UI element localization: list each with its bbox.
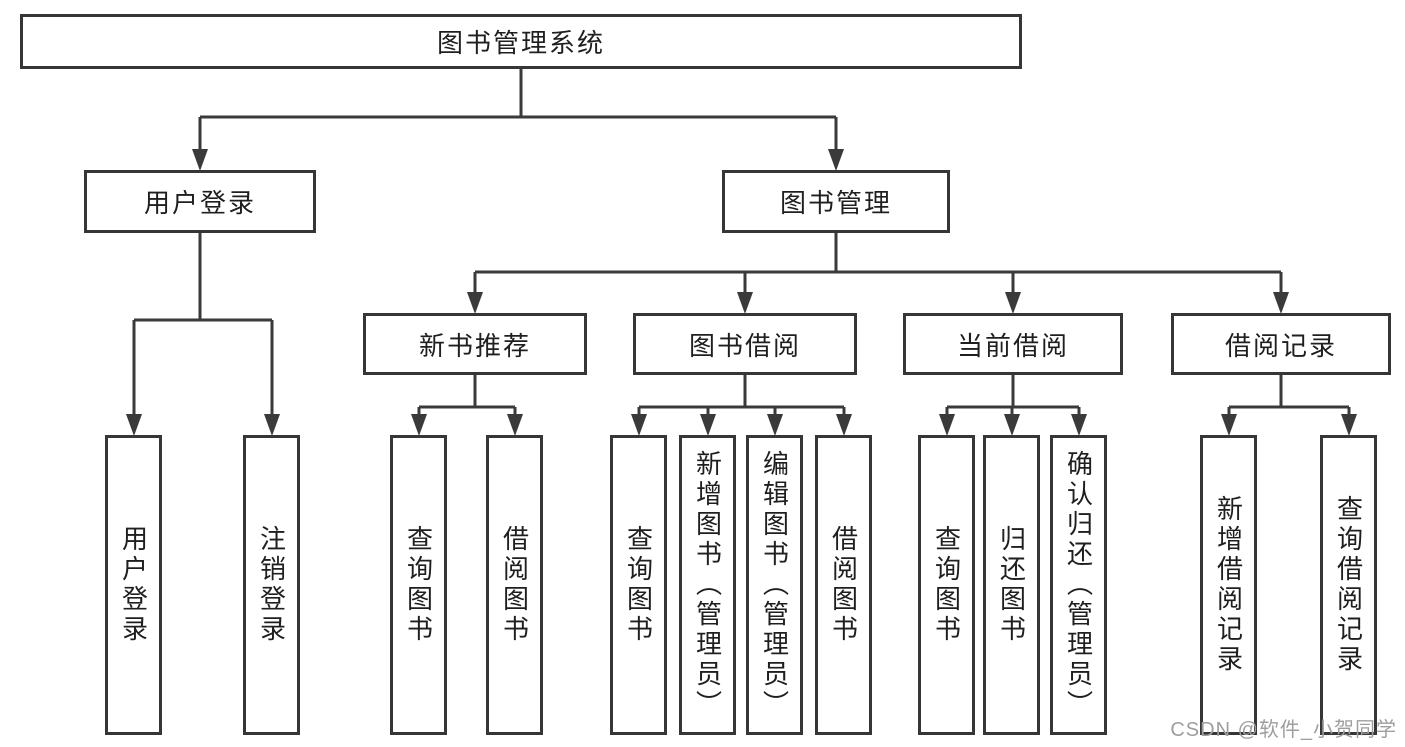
- node-borrow-records-label: 借阅记录: [1224, 330, 1337, 361]
- leaf-current-query-books-label: 查询图书: [931, 525, 962, 645]
- arrowhead-current-leaf-2: [1004, 414, 1020, 436]
- leaf-records-query-record: 查询借阅记录: [1320, 435, 1377, 735]
- arrowhead-borrow-leaf-2: [700, 414, 716, 436]
- leaf-records-query-record-label: 查询借阅记录: [1333, 495, 1364, 675]
- node-new-book-recommend-label: 新书推荐: [418, 330, 531, 361]
- leaf-current-query-books: 查询图书: [918, 435, 975, 735]
- arrowhead-records-leaf-1: [1221, 414, 1237, 436]
- node-book-borrow-label: 图书借阅: [688, 330, 801, 361]
- leaf-current-confirm-return-admin: 确认归还（管理员）: [1050, 435, 1107, 735]
- arrowhead-records: [1273, 292, 1289, 314]
- node-system-root: 图书管理系统: [20, 14, 1022, 69]
- arrowhead-current-leaf-1: [939, 414, 955, 436]
- arrowhead-book-management: [828, 149, 844, 171]
- leaf-borrow-borrow-books-label: 借阅图书: [828, 525, 859, 645]
- leaf-user-login-label: 用户登录: [118, 525, 149, 645]
- leaf-borrow-add-books-admin: 新增图书（管理员）: [679, 435, 736, 735]
- arrowhead-borrow: [737, 292, 753, 314]
- node-user-login: 用户登录: [84, 170, 316, 233]
- arrowhead-current-leaf-3: [1071, 414, 1087, 436]
- node-user-login-label: 用户登录: [143, 188, 256, 218]
- leaf-borrow-query-books-label: 查询图书: [623, 525, 654, 645]
- leaf-recommend-borrow-books: 借阅图书: [486, 435, 543, 735]
- connector-current-to-leaves: [945, 375, 1081, 418]
- leaf-borrow-edit-books-admin: 编辑图书（管理员）: [746, 435, 803, 735]
- arrowhead-recommend: [467, 292, 483, 314]
- connector-management-to-level3: [473, 233, 1283, 295]
- leaf-current-return-books: 归还图书: [983, 435, 1040, 735]
- leaf-logout: 注销登录: [243, 435, 300, 735]
- leaf-borrow-query-books: 查询图书: [610, 435, 667, 735]
- leaf-current-return-books-label: 归还图书: [996, 525, 1027, 645]
- leaf-current-confirm-return-admin-label: 确认归还（管理员）: [1063, 450, 1094, 720]
- leaf-recommend-query-books: 查询图书: [390, 435, 447, 735]
- leaf-borrow-add-books-admin-label: 新增图书（管理员）: [692, 450, 723, 720]
- leaf-recommend-borrow-books-label: 借阅图书: [499, 525, 530, 645]
- leaf-records-add-record: 新增借阅记录: [1200, 435, 1257, 735]
- connector-borrow-to-leaves: [637, 375, 846, 418]
- arrowhead-login-leaf-1: [126, 414, 142, 436]
- leaf-recommend-query-books-label: 查询图书: [403, 525, 434, 645]
- connector-login-to-leaves: [132, 233, 274, 418]
- arrowhead-borrow-leaf-3: [767, 414, 783, 436]
- arrowhead-login-leaf-2: [264, 414, 280, 436]
- leaf-user-login: 用户登录: [105, 435, 162, 735]
- leaf-logout-label: 注销登录: [256, 525, 287, 645]
- node-new-book-recommend: 新书推荐: [363, 313, 587, 375]
- node-book-borrow: 图书借阅: [633, 313, 857, 375]
- node-current-borrow: 当前借阅: [903, 313, 1123, 375]
- node-system-root-label: 图书管理系统: [436, 28, 605, 58]
- arrowhead-user-login: [192, 149, 208, 171]
- connector-root-to-level2: [198, 69, 838, 152]
- arrowhead-borrow-leaf-4: [836, 414, 852, 436]
- connector-records-to-leaves: [1227, 375, 1351, 418]
- leaf-borrow-borrow-books: 借阅图书: [815, 435, 872, 735]
- arrowhead-recommend-leaf-1: [411, 414, 427, 436]
- leaf-records-add-record-label: 新增借阅记录: [1213, 495, 1244, 675]
- connector-recommend-to-leaves: [417, 375, 517, 418]
- csdn-watermark: CSDN @软件_小贺同学: [1170, 719, 1397, 741]
- node-current-borrow-label: 当前借阅: [956, 330, 1069, 361]
- arrowhead-records-leaf-2: [1341, 414, 1357, 436]
- node-book-management-label: 图书管理: [779, 188, 892, 218]
- arrowhead-recommend-leaf-2: [507, 414, 523, 436]
- arrowhead-borrow-leaf-1: [631, 414, 647, 436]
- leaf-borrow-edit-books-admin-label: 编辑图书（管理员）: [759, 450, 790, 720]
- arrowhead-current: [1005, 292, 1021, 314]
- node-book-management: 图书管理: [722, 170, 950, 233]
- node-borrow-records: 借阅记录: [1171, 313, 1391, 375]
